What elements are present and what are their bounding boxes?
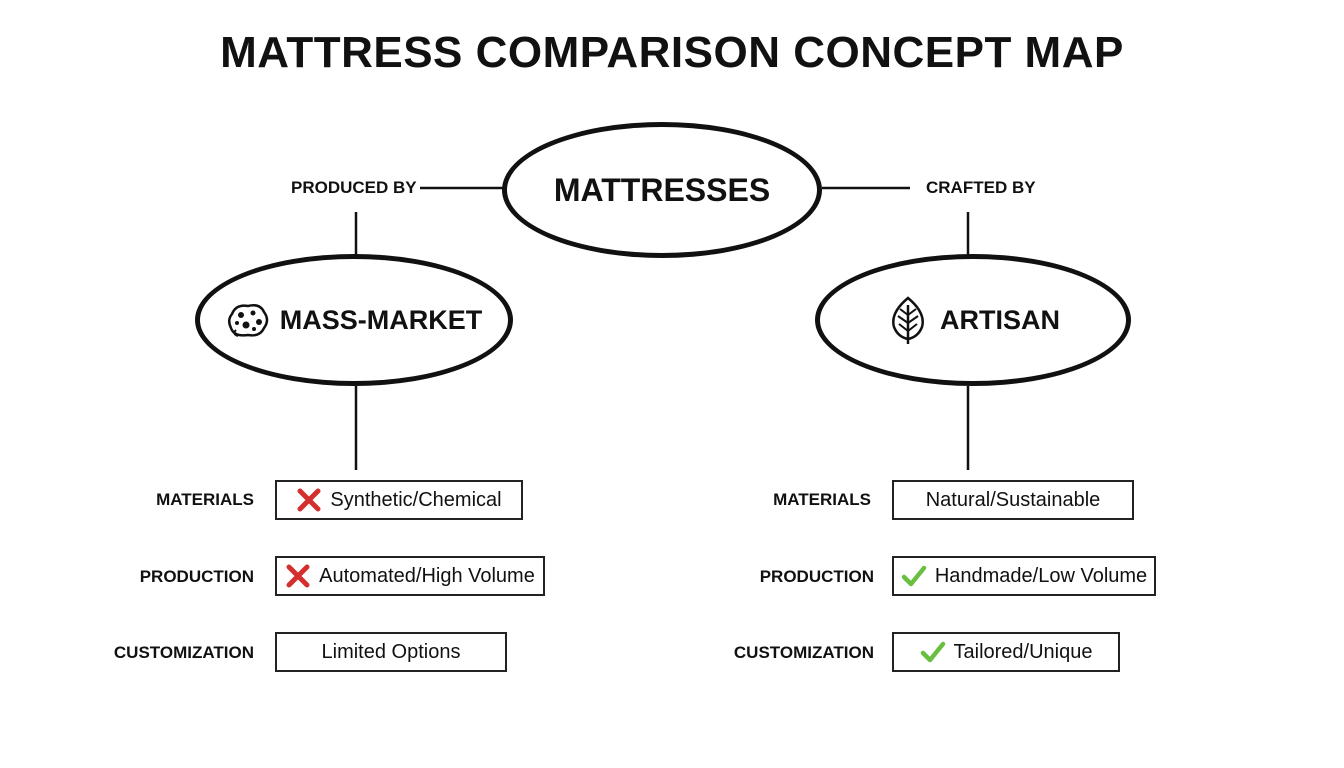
left-box-production: Automated/High Volume (275, 556, 545, 596)
sponge-icon (227, 304, 268, 337)
check-icon (920, 641, 945, 663)
left-box-materials: Synthetic/Chemical (275, 480, 523, 520)
left-box-customization: Limited Options (275, 632, 507, 672)
edge-label-produced-by: PRODUCED BY (291, 178, 417, 197)
left-row-label-materials: MATERIALS (156, 490, 254, 509)
right-box-customization-value: Tailored/Unique (953, 640, 1093, 663)
right-row-label-customization: CUSTOMIZATION (733, 643, 874, 662)
left-box-production-value: Automated/High Volume (319, 564, 535, 587)
right-box-customization: Tailored/Unique (892, 632, 1120, 672)
page-title: MATTRESS COMPARISON CONCEPT MAP (220, 28, 1124, 77)
left-box-customization-value: Limited Options (321, 640, 461, 663)
leaf-icon (892, 296, 924, 344)
edge-label-crafted-by: CRAFTED BY (926, 178, 1036, 197)
left-box-materials-value: Synthetic/Chemical (330, 488, 502, 511)
node-artisan-label: ARTISAN (940, 304, 1060, 335)
node-mattresses: MATTRESSES (502, 122, 822, 258)
right-box-materials: Natural/Sustainable (892, 480, 1134, 520)
check-icon (901, 565, 927, 587)
right-box-production: Handmade/Low Volume (892, 556, 1156, 596)
right-row-label-production: PRODUCTION (759, 567, 874, 586)
node-mass-market-label: MASS-MARKET (279, 304, 483, 335)
node-mattresses-label: MATTRESSES (553, 171, 771, 208)
right-box-production-value: Handmade/Low Volume (934, 564, 1148, 587)
left-row-label-production: PRODUCTION (139, 567, 254, 586)
node-mass-market: MASS-MARKET (195, 254, 513, 386)
x-icon (297, 488, 321, 512)
node-artisan: ARTISAN (815, 254, 1131, 386)
right-row-label-materials: MATERIALS (773, 490, 871, 509)
left-row-label-customization: CUSTOMIZATION (113, 643, 254, 662)
x-icon (286, 564, 310, 588)
right-box-materials-value: Natural/Sustainable (925, 488, 1101, 511)
